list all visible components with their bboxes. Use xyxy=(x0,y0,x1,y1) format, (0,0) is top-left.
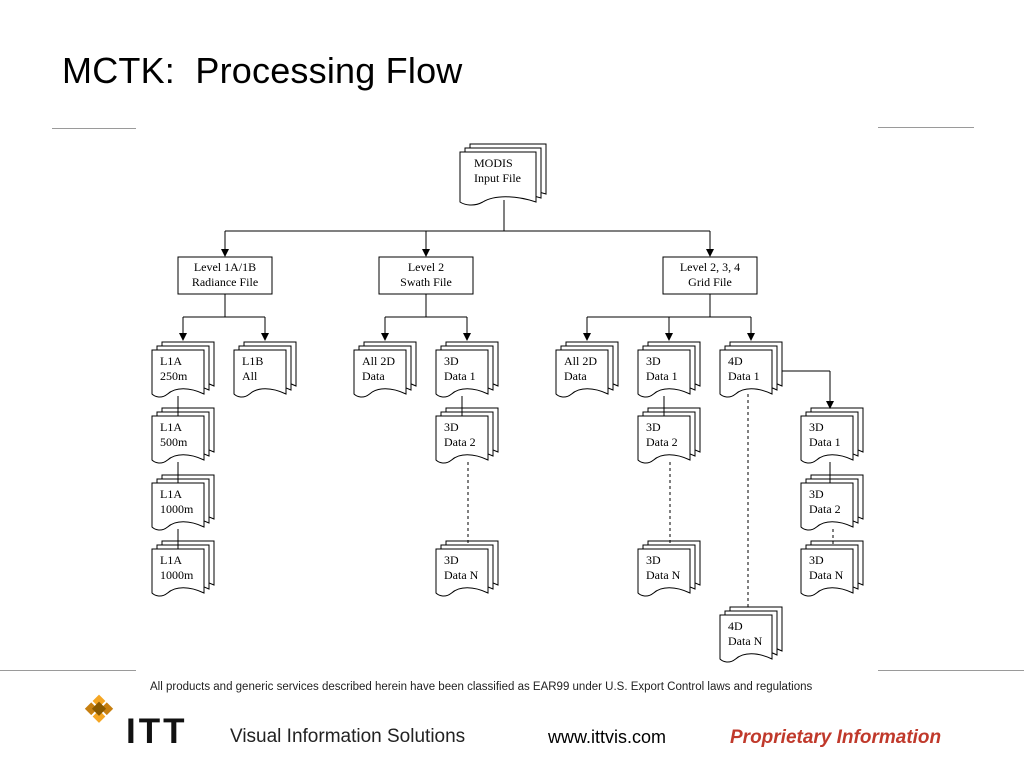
footer-divider-right xyxy=(878,670,1024,671)
swath-all2d-doc-shape xyxy=(353,341,417,398)
proprietary-label: Proprietary Information xyxy=(730,727,942,748)
sub-3d1-doc-page xyxy=(800,415,854,464)
swath-3d1-doc-shape xyxy=(435,341,499,398)
modis-input-file: MODIS Input File xyxy=(474,156,521,185)
title-divider-left xyxy=(52,128,136,129)
swath-all2d-doc-page xyxy=(353,349,407,398)
grid-4d1-doc-page xyxy=(719,349,773,398)
l1a-1000b-doc-shape xyxy=(151,540,215,597)
swath-3d2-doc-page xyxy=(435,415,489,464)
swath-3d1-doc-page xyxy=(435,349,489,398)
grid-3dn-doc-page xyxy=(637,548,691,597)
grid-4d1-doc-shape xyxy=(719,341,783,398)
footer-divider-left xyxy=(0,670,136,671)
level-2-swath-file: Level 2 Swath File xyxy=(400,260,452,289)
grid-4dn-doc-shape xyxy=(719,606,783,663)
l1a-500-doc-page xyxy=(151,415,205,464)
grid-all2d-doc-shape xyxy=(555,341,619,398)
level-2-box xyxy=(378,256,474,295)
slide-title: MCTK: Processing Flow xyxy=(62,50,463,91)
level-234-grid-file: Level 2, 3, 4 Grid File xyxy=(679,260,741,289)
itt-logo-text: ITT xyxy=(126,712,188,751)
swath-3dn-doc-page xyxy=(435,548,489,597)
swath-3dn-doc-shape xyxy=(435,540,499,597)
l1b-all-doc-shape xyxy=(233,341,297,398)
level-1a1b-box xyxy=(177,256,273,295)
grid-4dn-doc-page xyxy=(719,614,773,663)
sub-3d1-doc-shape xyxy=(800,407,864,464)
l1a-250-doc-page xyxy=(151,349,205,398)
website-url[interactable]: www.ittvis.com xyxy=(548,727,667,747)
grid-all2d-doc-page xyxy=(555,349,609,398)
flow-connectors xyxy=(151,143,864,663)
division-name: Visual Information Solutions xyxy=(230,726,466,747)
sub-3dn-doc-shape xyxy=(800,540,864,597)
sub-3d2-doc-shape xyxy=(800,474,864,531)
itt-logo-icon xyxy=(84,694,114,723)
grid-3d1-doc-shape xyxy=(637,341,701,398)
level-1a1b-radiance-file: Level 1A/1B Radiance File xyxy=(191,260,259,289)
grid-3d2-doc-shape xyxy=(637,407,701,464)
grid-3d1-doc-page xyxy=(637,349,691,398)
modis-doc-page xyxy=(459,151,537,206)
modis-doc-shape xyxy=(459,143,547,206)
processing-flow-diagram: MODIS Input File Level 1A/1B Radiance Fi… xyxy=(136,136,878,672)
l1a-1000a-doc-shape xyxy=(151,474,215,531)
l1a-1000b-doc-page xyxy=(151,548,205,597)
sub-3dn-doc-page xyxy=(800,548,854,597)
title-divider-right xyxy=(878,127,974,128)
sub-3d2-doc-page xyxy=(800,482,854,531)
swath-3d2-doc-shape xyxy=(435,407,499,464)
grid-3dn-doc-shape xyxy=(637,540,701,597)
grid-3d2-doc-page xyxy=(637,415,691,464)
l1a-1000a-doc-page xyxy=(151,482,205,531)
export-control-note: All products and generic services descri… xyxy=(150,681,813,693)
level-234-box xyxy=(662,256,758,295)
l1a-500-doc-shape xyxy=(151,407,215,464)
l1b-all-doc-page xyxy=(233,349,287,398)
l1a-250-doc-shape xyxy=(151,341,215,398)
